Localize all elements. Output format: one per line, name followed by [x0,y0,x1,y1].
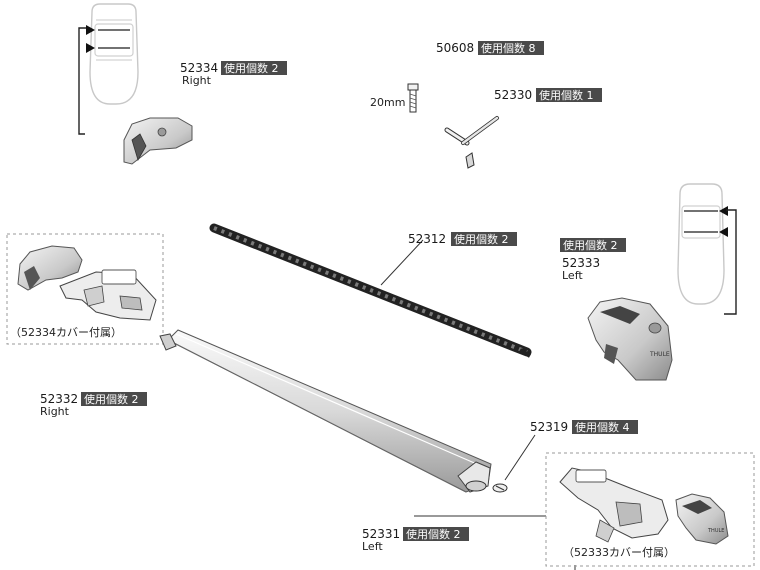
car-top-view-right [78,3,139,135]
part-number-52330: 52330 [494,88,532,102]
qty-badge-52331 [403,527,469,541]
qty-badge-52330 [536,88,602,102]
side-label-52331: Left [362,540,383,553]
qty-label-50608: 使用個数 8 [481,42,536,55]
part-number-52319: 52319 [530,420,568,434]
part-number-52332: 52332 [40,392,78,406]
qty-label-52334: 使用個数 2 [224,62,279,75]
svg-text:THULE: THULE [649,351,670,358]
inset-box-right-foot [6,233,164,345]
qty-label-52332: 使用個数 2 [84,393,139,406]
qty-badge-52332 [81,392,147,406]
part-number-52334: 52334 [180,61,218,75]
part-number-52333: 52333 [562,256,600,270]
svg-text:THULE: THULE [707,528,724,534]
qty-badge-52334 [221,61,287,75]
roof-bar-52331 [159,329,492,493]
inset-box-left-foot: THULE [545,452,755,567]
cover-note-52333: （52333カバー付属） [563,546,675,559]
cover-note-52334: （52334カバー付属） [10,326,122,339]
t-wrench-52330 [444,116,499,169]
foot-52333-left: THULE [587,297,673,381]
qty-label-52331: 使用個数 2 [406,528,461,541]
screw-50608 [407,83,419,113]
qty-badge-52312 [451,232,517,246]
side-label-52332: Right [40,405,70,418]
part-number-50608: 50608 [436,41,474,55]
side-label-52333: Left [562,269,583,282]
side-label-52334: Right [182,74,212,87]
part-number-52312: 52312 [408,232,446,246]
qty-badge-52333 [560,238,626,252]
qty-label-52312: 使用個数 2 [454,233,509,246]
qty-badge-52319 [572,420,638,434]
qty-label-52319: 使用個数 4 [575,421,630,434]
qty-label-52330: 使用個数 1 [539,89,594,102]
screw-length-label: 20mm [370,96,405,109]
leader-52319 [504,434,536,481]
qty-badge-50608 [478,41,544,55]
screw-52319 [492,483,508,493]
foot-cover-right-52334 [123,117,193,165]
car-top-view-left [677,183,737,315]
qty-label-52333: 使用個数 2 [563,239,618,252]
rubber-strip-52312 [209,223,532,358]
leader-52312 [380,239,424,286]
part-number-52331: 52331 [362,527,400,541]
